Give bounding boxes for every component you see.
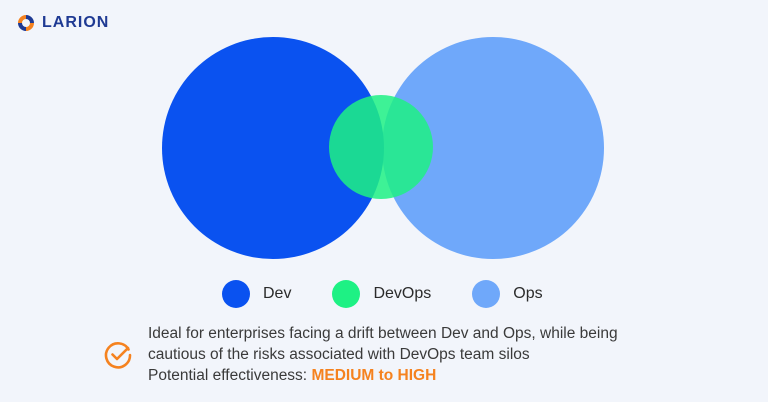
venn-circle-ops — [382, 37, 604, 259]
legend-swatch-ops — [472, 280, 501, 308]
note: Ideal for enterprises facing a drift bet… — [103, 323, 618, 386]
brand-logo: LARION — [16, 13, 109, 33]
legend-swatch-dev — [222, 280, 250, 308]
note-line-3: Potential effectiveness: MEDIUM to HIGH — [148, 365, 618, 386]
brand-name: LARION — [42, 14, 110, 31]
venn-diagram — [162, 37, 604, 259]
venn-circle-dev — [162, 37, 384, 259]
legend-label-devops: DevOps — [373, 285, 432, 302]
legend-label-ops: Ops — [513, 285, 543, 302]
legend: Dev DevOps Ops — [222, 280, 543, 308]
check-circle-icon — [104, 342, 132, 369]
legend-item-devops: DevOps — [332, 280, 431, 308]
note-text: Ideal for enterprises facing a drift bet… — [148, 323, 618, 386]
effectiveness-label: Potential effectiveness: — [148, 367, 312, 384]
legend-label-dev: Dev — [263, 285, 292, 302]
legend-item-ops: Ops — [472, 280, 543, 308]
venn-intersection-devops — [329, 95, 433, 199]
legend-item-dev: Dev — [222, 280, 291, 308]
note-line-1: Ideal for enterprises facing a drift bet… — [148, 325, 618, 342]
note-line-2: cautious of the risks associated with De… — [148, 346, 530, 363]
effectiveness-value: MEDIUM to HIGH — [311, 367, 437, 384]
larion-swirl-icon — [18, 15, 34, 31]
legend-swatch-devops — [332, 280, 361, 308]
